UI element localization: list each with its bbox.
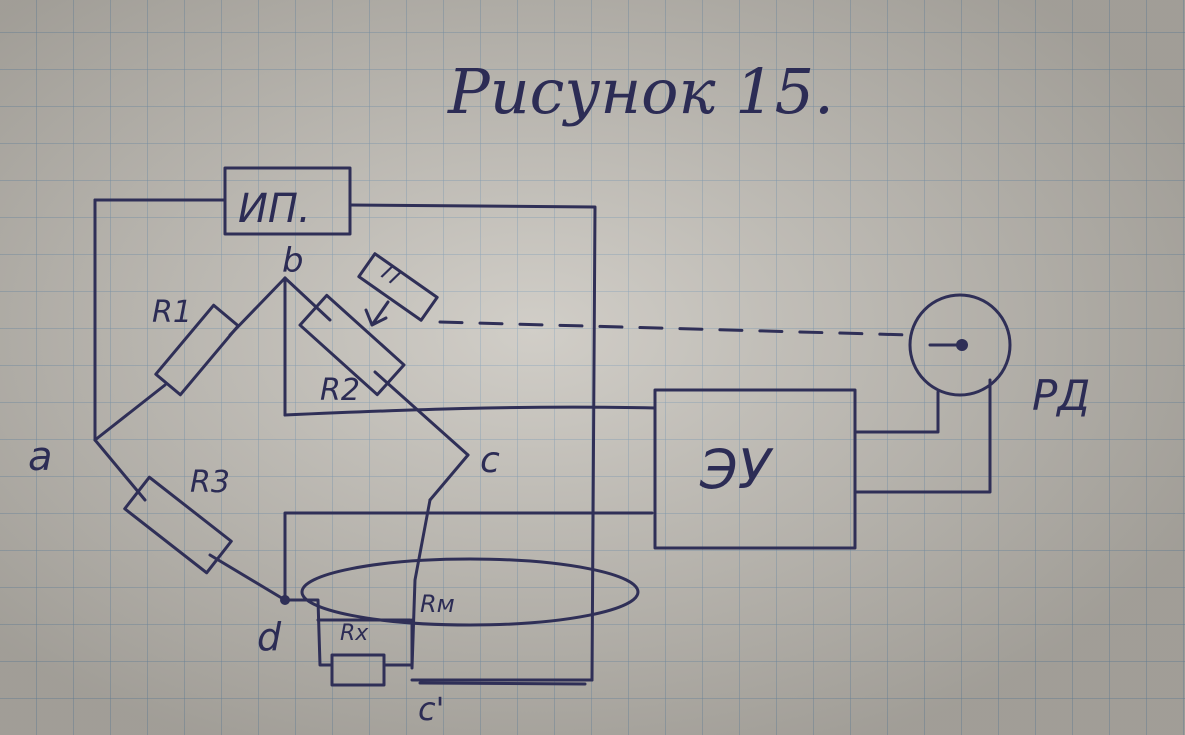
slider-pointer	[357, 252, 439, 322]
wire-a-to-r1	[93, 383, 167, 442]
wire-d-to-rx	[283, 598, 332, 667]
resistor-r3	[123, 475, 233, 575]
r3-label: R3	[190, 465, 230, 500]
wire-a-to-r3	[93, 438, 147, 502]
pointer-label: П	[377, 260, 405, 290]
wire-b-to-r2	[283, 276, 332, 322]
wire-rx-to-rm	[383, 618, 414, 667]
motor-center-dot	[956, 339, 968, 351]
wire-amp-bottom-input	[283, 511, 654, 602]
node-c-label: c	[480, 440, 500, 481]
r1-label: R1	[152, 295, 192, 330]
node-c-prime-label: c'	[418, 690, 444, 728]
wire-r3-to-d	[208, 553, 287, 602]
node-b-label: b	[282, 241, 304, 281]
node-a-label: a	[28, 434, 53, 480]
power-supply-label: ИП.	[238, 186, 311, 232]
wire-amp-to-motor-1	[853, 390, 940, 434]
resistor-rx	[330, 653, 386, 687]
wire-top-right	[348, 203, 597, 682]
resistor-r2	[298, 293, 406, 397]
electronic-amplifier-block	[653, 388, 857, 550]
reversible-motor-circle	[908, 293, 1012, 397]
wire-c-down	[428, 453, 470, 502]
rx-label: Rx	[340, 621, 369, 646]
slider-arrow	[364, 300, 390, 327]
wire-amp-to-motor-2	[853, 378, 992, 494]
node-d-dot	[280, 595, 290, 605]
amplifier-label: ЭУ	[699, 438, 774, 501]
figure-title: Рисунок 15.	[447, 55, 834, 128]
wire-bridge-to-amp-top	[283, 405, 657, 417]
resistor-r1	[154, 303, 240, 397]
wire-r2-to-c	[373, 370, 470, 457]
rm-ellipse	[300, 557, 640, 627]
power-supply-block	[223, 166, 352, 236]
node-d-label: d	[257, 615, 282, 659]
wire-rm-vertical	[410, 498, 432, 670]
motor-label: РД	[1032, 371, 1090, 420]
mechanical-link-dashed	[438, 320, 912, 337]
r2-label: R2	[320, 373, 360, 408]
wire-c-prime	[418, 681, 587, 686]
rm-label: Rм	[420, 590, 455, 618]
